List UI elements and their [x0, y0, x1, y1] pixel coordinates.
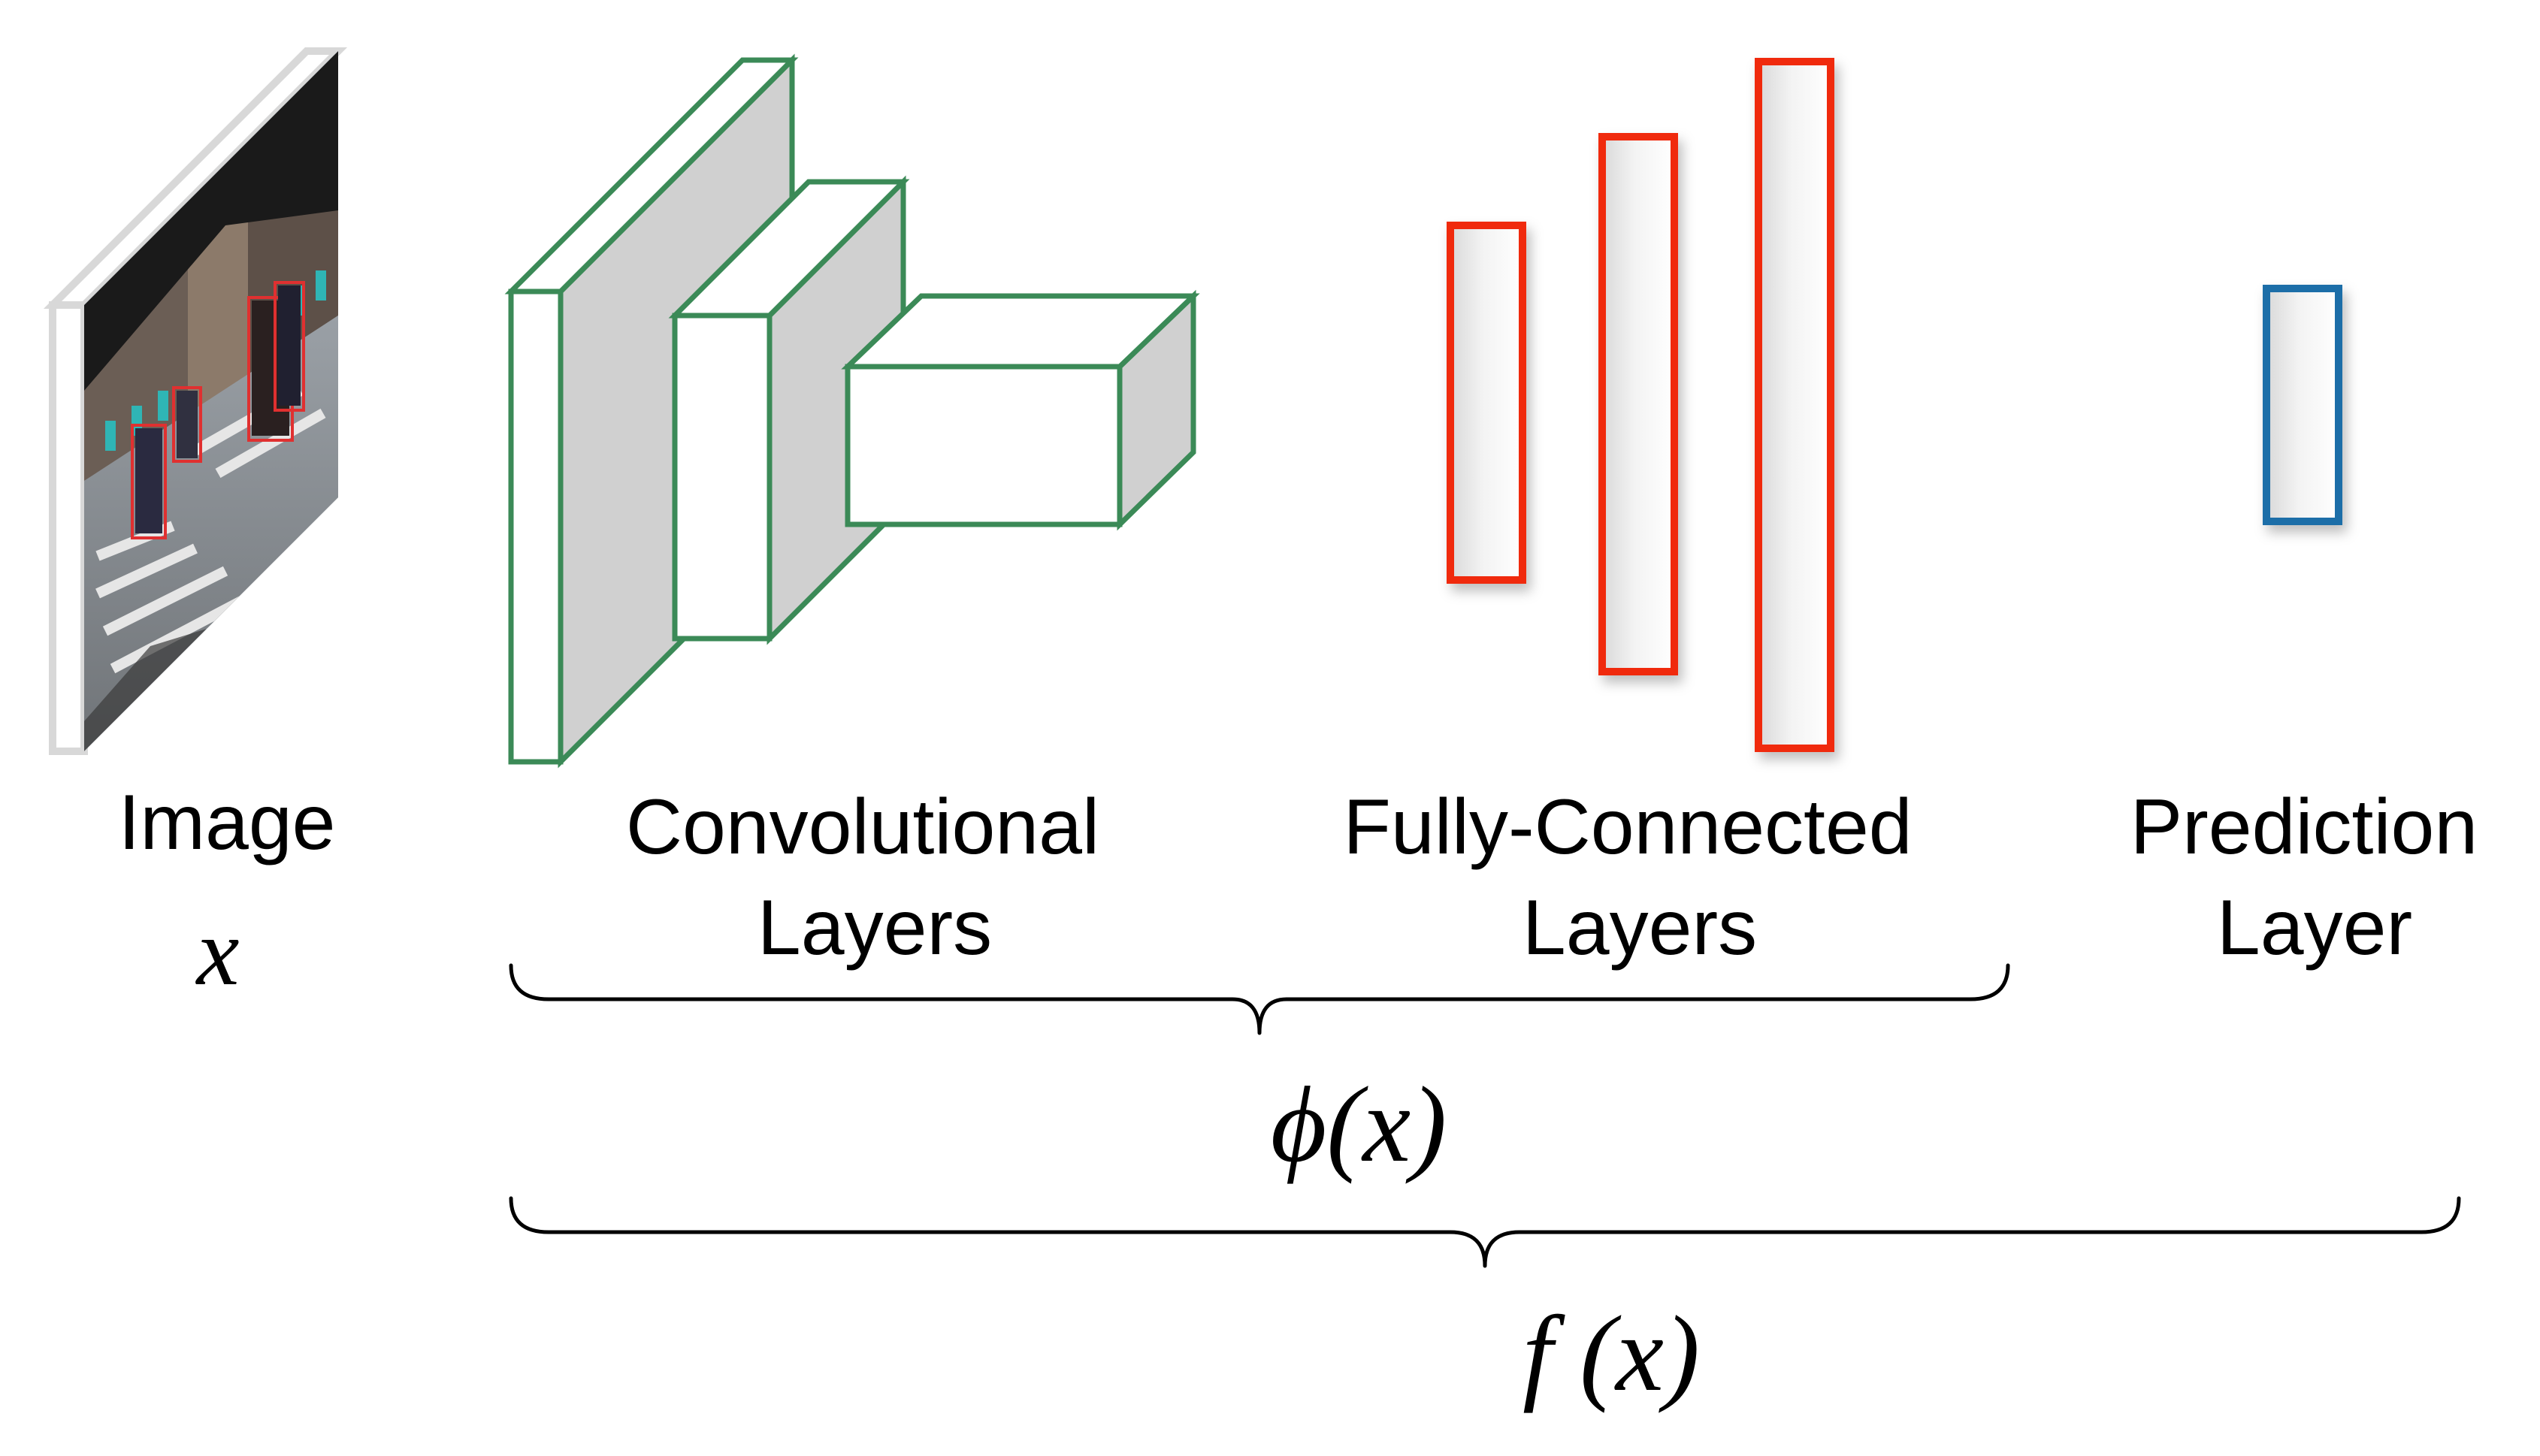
fc-label-line1: Fully-Connected [1343, 784, 1912, 871]
input-image [43, 47, 348, 755]
image-variable-label: x [195, 899, 240, 1005]
pedestrian-boxes [131, 281, 305, 539]
f-of-x-label: f (x) [1522, 1294, 1700, 1414]
phi-of-x-label: ϕ(x) [1271, 1065, 1447, 1185]
conv-block-2 [668, 175, 910, 645]
f-brace [509, 1196, 2461, 1268]
fc-bar-2 [1598, 133, 1678, 675]
fc-bar-3 [1755, 58, 1834, 752]
prediction-label-line2: Layer [2217, 884, 2412, 971]
conv-label-line1: Convolutional [626, 784, 1099, 871]
image-label: Image [118, 779, 335, 866]
fc-label-line2: Layers [1522, 884, 1757, 971]
phi-brace [509, 963, 2010, 1035]
prediction-bar [2263, 285, 2342, 525]
image-frame-front [49, 301, 88, 755]
prediction-label-line1: Prediction [2130, 784, 2478, 871]
conv-block-3 [841, 289, 1200, 531]
fc-bar-1 [1447, 222, 1526, 584]
conv-label-line2: Layers [757, 884, 992, 971]
fully-connected-layers [1447, 58, 1834, 752]
convolutional-layers [504, 53, 1200, 769]
